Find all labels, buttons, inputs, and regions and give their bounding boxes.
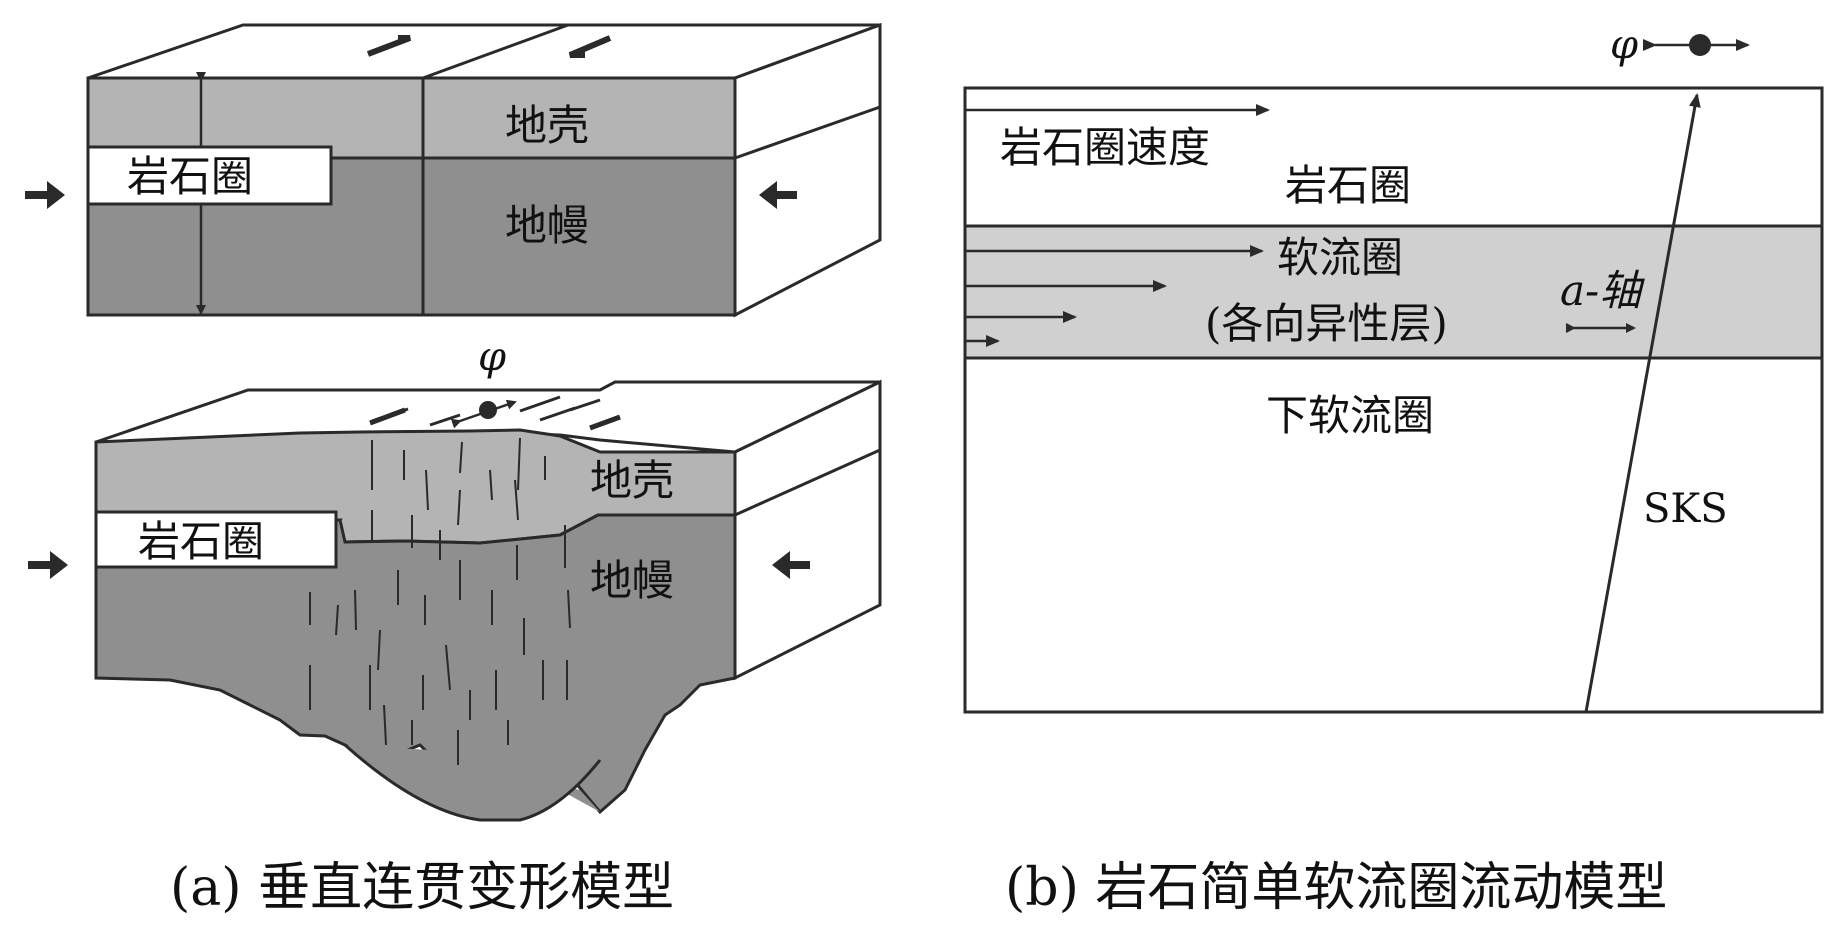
crust-layer xyxy=(86,76,737,160)
crust-label: 地壳 xyxy=(505,101,589,150)
phi-label: φ xyxy=(1610,22,1638,68)
station-dot-icon xyxy=(479,401,497,419)
right-face-divider xyxy=(734,448,881,517)
compression-arrow-right xyxy=(759,181,797,209)
shear-arrow-right xyxy=(366,35,412,57)
anisotropic-layer-label: (各向异性层) xyxy=(1205,299,1448,348)
phi-label: φ xyxy=(478,334,506,380)
caption-a: (a) 垂直连贯变形模型 xyxy=(170,858,675,918)
panel-a-top-block: 岩石圈 地壳 地幔 xyxy=(25,22,882,318)
compression-arrow-left xyxy=(25,181,65,209)
lithosphere-label-box xyxy=(86,145,333,206)
crust-label: 地壳 xyxy=(590,456,674,505)
panel-b: φ 岩石圈速度 岩石圈 软流圈 (各向异性层) a-轴 下软流圈 SKS xyxy=(963,22,1824,714)
asthenosphere-label: 软流圈 xyxy=(1277,233,1403,282)
right-face-divider xyxy=(734,105,881,160)
compression-arrow-right xyxy=(772,551,810,579)
shear-arrow-left xyxy=(568,35,612,58)
right-face xyxy=(733,22,882,318)
lithosphere-label: 岩石圈 xyxy=(138,517,264,566)
compression-arrow-left xyxy=(28,551,68,579)
caption-b: (b) 岩石简单软流圈流动模型 xyxy=(1005,858,1668,918)
fault-line-top xyxy=(422,23,569,80)
asthenosphere-layer xyxy=(963,224,1824,360)
panel-a-bottom-block: φ 岩石圈 地壳 地幔 xyxy=(28,334,882,822)
lithosphere-label: 岩石圈 xyxy=(1285,161,1411,210)
station-dot-icon xyxy=(1689,34,1711,56)
a-axis-label: a-轴 xyxy=(1560,266,1645,315)
lithosphere-velocity-label: 岩石圈速度 xyxy=(1000,123,1210,172)
sks-label: SKS xyxy=(1643,486,1728,532)
mantle-label: 地幔 xyxy=(505,201,589,250)
sks-ray-arrow xyxy=(1584,93,1701,713)
lithosphere-label: 岩石圈 xyxy=(127,152,253,201)
lithosphere-label-box xyxy=(94,510,338,569)
anisotropy-fabric-lines xyxy=(309,437,571,765)
mantle-trough xyxy=(344,743,602,822)
shear-arrow-left xyxy=(589,414,621,431)
mantle-label: 地幔 xyxy=(590,556,674,605)
shear-arrow-right xyxy=(369,407,406,426)
lower-asthenosphere-label: 下软流圈 xyxy=(1266,391,1434,440)
